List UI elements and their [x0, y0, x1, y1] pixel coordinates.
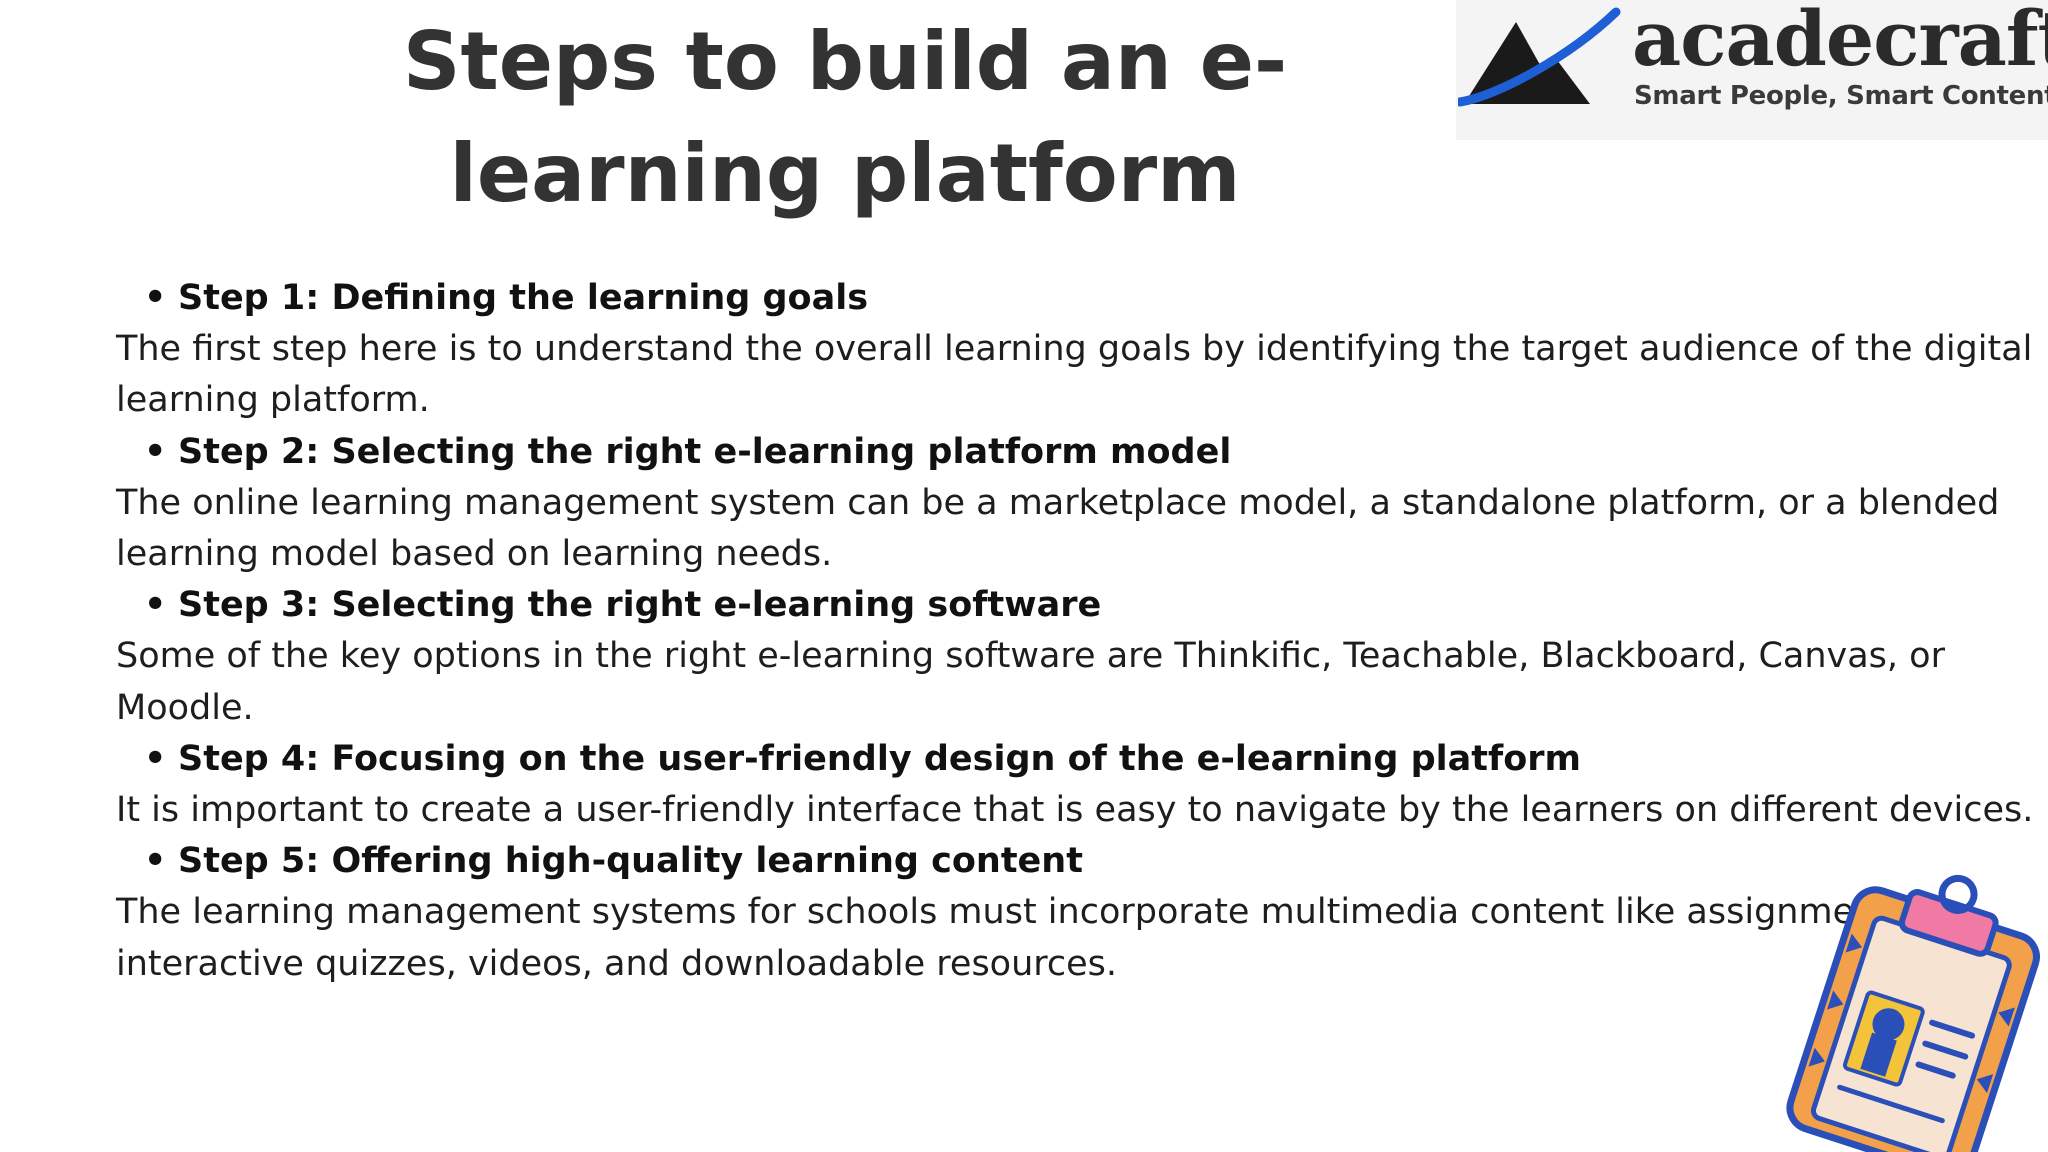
step-heading-text: Step 1: Defining the learning goals — [178, 278, 869, 318]
step-description: The first step here is to understand the… — [116, 329, 2033, 421]
logo-tagline: Smart People, Smart Content — [1634, 81, 2048, 111]
step-heading-text: Step 2: Selecting the right e-learning p… — [178, 431, 1232, 472]
step-1: • Step 1: Defining the learning goals The… — [116, 273, 2036, 427]
acadecraft-logo-mark-icon — [1458, 7, 1621, 107]
step-heading-text: Step 3: Selecting the right e-learning s… — [178, 585, 1102, 626]
step-description: The online learning management system ca… — [116, 482, 2000, 575]
step-heading: • Step 3: Selecting the right e-learning … — [116, 580, 2036, 631]
bullet: • — [144, 431, 167, 472]
step-heading: • Step 4: Focusing on the user-friendly d… — [116, 734, 2036, 785]
bullet: • — [144, 585, 167, 626]
step-2: • Step 2: Selecting the right e-learning … — [116, 427, 2036, 581]
step-heading: • Step 2: Selecting the right e-learning … — [116, 427, 2036, 478]
clipboard-icon — [1786, 874, 2040, 1152]
step-heading: • Step 5: Offering high-quality learning … — [116, 836, 2036, 887]
step-heading-text: Step 4: Focusing on the user-friendly de… — [178, 738, 1581, 779]
page-title: Steps to build an e-learning platform — [402, 15, 1288, 220]
step-description: Some of the key options in the right e-l… — [116, 636, 1945, 728]
bullet: • — [144, 841, 167, 882]
step-description: It is important to create a user-friendl… — [116, 790, 2034, 831]
step-heading-text: Step 5: Offering high-quality learning c… — [178, 841, 1083, 882]
acadecraft-logo: acadecraft Smart People, Smart Content — [1456, 0, 2048, 140]
logo-name: acadecraft — [1632, 0, 2048, 83]
step-4: • Step 4: Focusing on the user-friendly d… — [116, 734, 2036, 836]
step-heading: • Step 1: Defining the learning goals — [116, 273, 2036, 324]
steps-list: • Step 1: Defining the learning goals The… — [116, 273, 2036, 990]
bullet: • — [144, 738, 167, 779]
step-description: The learning management systems for scho… — [116, 892, 1920, 984]
bullet: • — [144, 278, 167, 318]
step-5: • Step 5: Offering high-quality learning … — [116, 836, 2036, 990]
step-3: • Step 3: Selecting the right e-learning … — [116, 580, 2036, 734]
